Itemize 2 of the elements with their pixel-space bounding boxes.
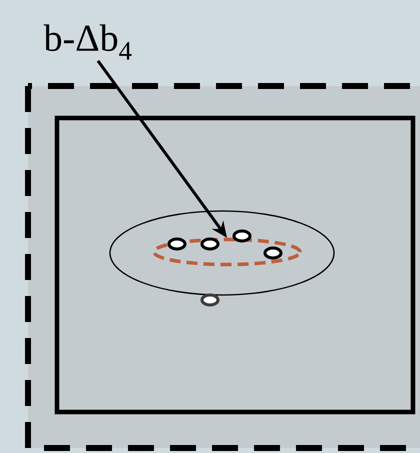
label-text: b-Δb$_{4}$	[44, 24, 132, 60]
dashed-ellipse	[152, 238, 302, 266]
